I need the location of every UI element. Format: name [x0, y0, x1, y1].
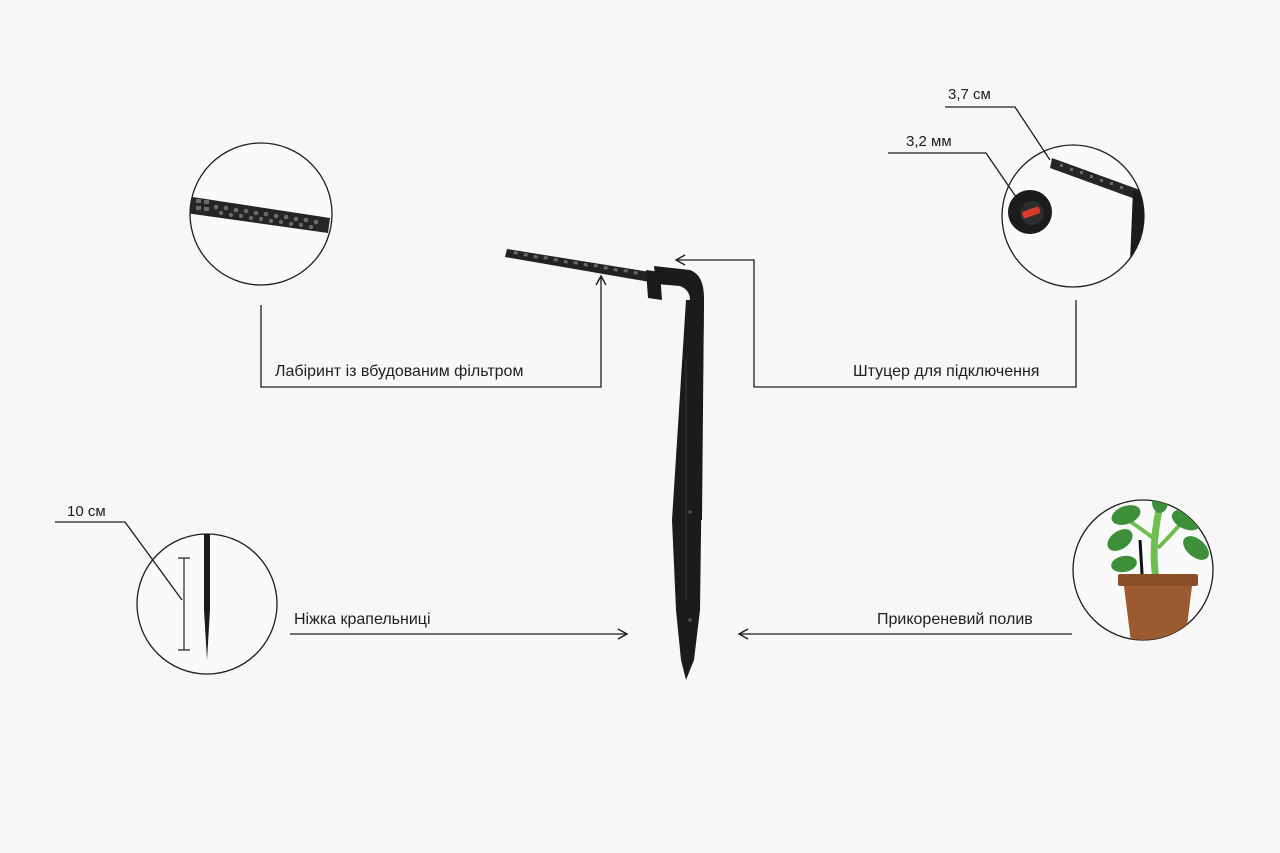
leg-length-dimension: 10 см: [67, 503, 106, 520]
fitting-length-dimension: 3,7 см: [948, 86, 991, 103]
leg-closeup-icon: [136, 533, 278, 675]
fitting-label: Штуцер для підключення: [853, 363, 1040, 380]
labyrinth-closeup-icon: [189, 142, 333, 286]
labyrinth-label: Лабіринт із вбудованим фільтром: [275, 363, 524, 380]
angled-dripper-icon: [505, 249, 704, 680]
root-watering-label: Прикореневий полив: [877, 611, 1033, 628]
potted-plant-icon: [1072, 499, 1214, 641]
callout-lines: [55, 106, 1077, 640]
leg-label: Ніжка крапельниці: [294, 611, 431, 628]
fitting-closeup-icon: [1001, 144, 1145, 288]
fitting-diameter-dimension: 3,2 мм: [906, 133, 952, 150]
